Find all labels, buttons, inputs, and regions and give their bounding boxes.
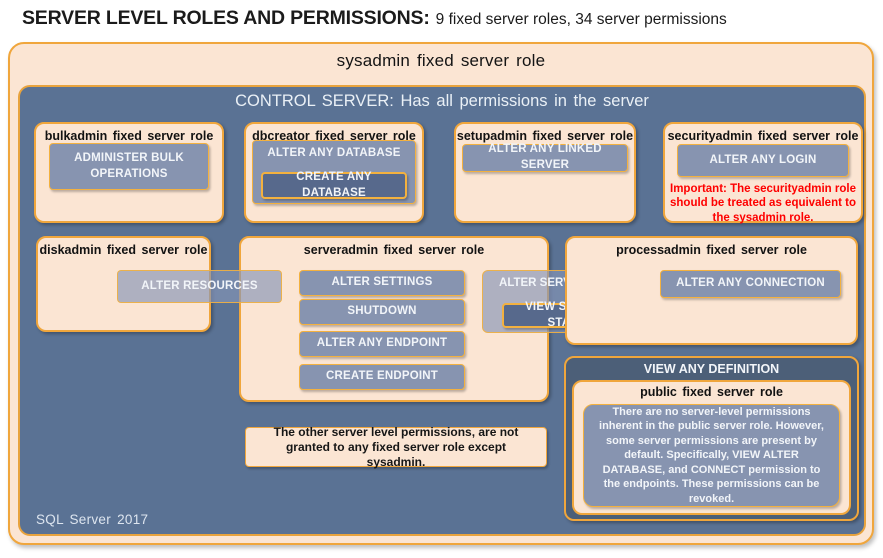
- page-title: SERVER LEVEL ROLES AND PERMISSIONS: 9 fix…: [22, 7, 727, 30]
- securityadmin-warning-text: Important: The securityadmin role should…: [670, 183, 856, 224]
- public-role-box: public fixed server role There are no se…: [572, 380, 851, 515]
- permission-alter-settings: ALTER SETTINGS: [299, 270, 465, 296]
- control-server-label: CONTROL SERVER: Has all permissions in t…: [235, 92, 649, 110]
- permission-create-any-database: CREATE ANY DATABASE: [261, 171, 407, 199]
- public-role-note: There are no server-level permissions in…: [583, 404, 840, 507]
- securityadmin-role-title: securityadmin fixed server role: [667, 129, 859, 143]
- page-title-sub: 9 fixed server roles, 34 server permissi…: [435, 11, 727, 28]
- permission-alter-resources: ALTER RESOURCES: [117, 270, 282, 303]
- dbcreator-role-title: dbcreator fixed server role: [252, 129, 416, 143]
- footer-version-label: SQL Server 2017: [36, 512, 149, 527]
- permission-alter-any-login: ALTER ANY LOGIN: [677, 144, 849, 177]
- processadmin-role-title: processadmin fixed server role: [616, 243, 807, 257]
- permission-alter-any-linked-server: ALTER ANY LINKED SERVER: [462, 143, 628, 172]
- serveradmin-role-title: serveradmin fixed server role: [303, 243, 485, 257]
- permission-create-endpoint: CREATE ENDPOINT: [299, 364, 465, 390]
- page-title-main: SERVER LEVEL ROLES AND PERMISSIONS:: [22, 7, 430, 29]
- diskadmin-role-title: diskadmin fixed server role: [39, 243, 208, 257]
- bulkadmin-role-title: bulkadmin fixed server role: [44, 129, 214, 143]
- permission-alter-any-endpoint: ALTER ANY ENDPOINT: [299, 331, 465, 357]
- public-role-title: public fixed server role: [640, 385, 783, 399]
- other-permissions-note: The other server level permissions, are …: [245, 425, 547, 469]
- setupadmin-role-box: setupadmin fixed server role: [454, 122, 636, 223]
- permission-administer-bulk-operations: ADMINISTER BULK OPERATIONS: [49, 143, 209, 190]
- sysadmin-role-label: sysadmin fixed server role: [336, 51, 546, 70]
- setupadmin-role-title: setupadmin fixed server role: [456, 129, 634, 143]
- permission-shutdown: SHUTDOWN: [299, 299, 465, 325]
- view-any-definition-box: VIEW ANY DEFINITION public fixed server …: [564, 356, 859, 521]
- permission-alter-any-connection: ALTER ANY CONNECTION: [660, 270, 841, 298]
- permission-view-any-definition: VIEW ANY DEFINITION: [643, 362, 780, 376]
